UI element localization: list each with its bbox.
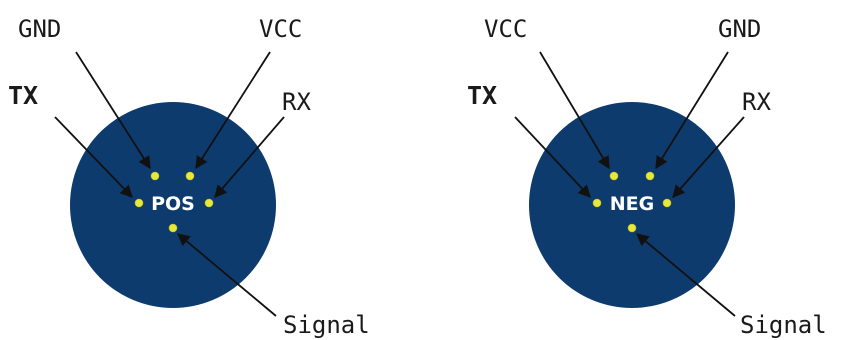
- wire-tx-pos: [54, 116, 133, 198]
- center-label-pos: POS: [151, 193, 195, 215]
- pin-signal-pos: [168, 223, 178, 233]
- pin-tx-neg: [592, 198, 602, 208]
- pin-vcc-neg: [609, 171, 619, 181]
- pin-tx-pos: [134, 198, 144, 208]
- label-vcc-neg: VCC: [484, 15, 527, 43]
- connector-pos: POS GND VCC TX RX Signal: [8, 15, 370, 339]
- pin-rx-pos: [204, 198, 214, 208]
- label-tx-pos: TX: [8, 81, 38, 110]
- connector-disc-neg: [529, 102, 735, 308]
- wire-signal-pos: [177, 233, 277, 317]
- wire-signal-neg: [636, 233, 736, 317]
- pin-rx-neg: [662, 198, 672, 208]
- label-signal-pos: Signal: [283, 311, 370, 339]
- pin-signal-neg: [627, 223, 637, 233]
- label-rx-neg: RX: [742, 88, 771, 116]
- label-gnd-neg: GND: [718, 15, 761, 43]
- wire-gnd-neg: [655, 51, 729, 170]
- wire-rx-neg: [672, 116, 745, 198]
- connector-neg: NEG VCC GND TX RX Signal: [467, 15, 827, 339]
- connector-disc-pos: [70, 102, 276, 308]
- label-vcc-pos: VCC: [259, 15, 302, 43]
- wire-rx-pos: [214, 116, 285, 198]
- pin-vcc-pos: [185, 171, 195, 181]
- wire-gnd-pos: [75, 51, 151, 170]
- wire-tx-neg: [514, 116, 591, 198]
- label-gnd-pos: GND: [18, 15, 61, 43]
- wire-vcc-neg: [539, 51, 610, 170]
- pin-gnd-neg: [645, 171, 655, 181]
- center-label-neg: NEG: [610, 193, 654, 215]
- label-signal-neg: Signal: [740, 311, 827, 339]
- pin-gnd-pos: [150, 171, 160, 181]
- label-rx-pos: RX: [282, 88, 311, 116]
- wire-vcc-pos: [195, 51, 271, 170]
- label-tx-neg: TX: [467, 81, 497, 110]
